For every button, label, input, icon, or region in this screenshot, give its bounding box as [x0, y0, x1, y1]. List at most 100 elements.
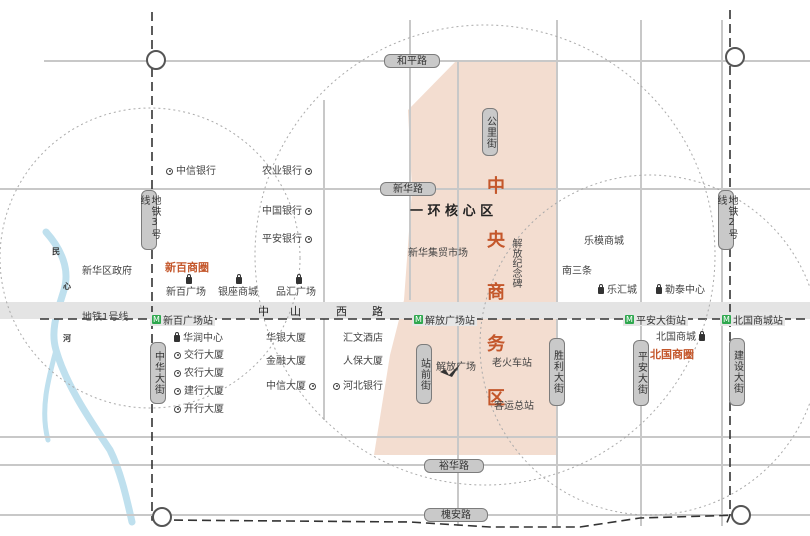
- poi-label: 建行大厦: [184, 386, 224, 397]
- poi-lemo: 乐模商城: [584, 236, 624, 247]
- station-label: 新百广场站: [163, 315, 213, 327]
- cbd-char: 务: [487, 334, 505, 355]
- zone-xinbai: 新百商圈: [165, 261, 209, 274]
- cbd-char: 区: [487, 388, 505, 409]
- bank-icon: [333, 382, 340, 390]
- poi-shop: 品汇广场: [276, 287, 316, 298]
- bank-icon: [305, 235, 312, 243]
- shopping-bag-icon: [296, 274, 302, 284]
- poi-label: 农业银行: [262, 166, 302, 177]
- zone-beiguo: 北国商圈: [650, 348, 694, 361]
- metro3-label: 地铁3号线: [138, 190, 160, 250]
- metro1-label: 地铁1号线: [82, 312, 129, 323]
- station-jiefang: M 解放广场站: [412, 312, 477, 327]
- river-char: 民: [52, 247, 60, 256]
- poi-bank: 农业银行: [262, 166, 312, 178]
- poi-label: 交行大厦: [184, 350, 224, 361]
- metro-icon: M: [152, 314, 161, 324]
- poi-jiefang-square: 解放广场: [436, 362, 476, 373]
- bank-icon: [305, 167, 312, 175]
- road-jianshe: 建设大街: [729, 338, 745, 406]
- poi-old-station: 老火车站: [492, 358, 532, 369]
- road-shengli: 胜利大街: [549, 338, 565, 406]
- station-xinbai: M 新百广场站: [150, 312, 215, 327]
- shopping-bag-icon: [236, 274, 242, 284]
- poi-label: 农行大厦: [184, 368, 224, 379]
- road-pingan: 平安大街: [633, 340, 649, 406]
- range-circles: [0, 24, 810, 516]
- metro-bottom-line: [159, 514, 741, 528]
- jiefang-monument-icon: [440, 363, 461, 377]
- station-label: 北国商城站: [733, 315, 783, 327]
- core-area-title: 一 环 核 心 区: [410, 204, 494, 219]
- poi-bank: 交行大厦: [174, 350, 224, 362]
- poi-building: 人保大厦: [343, 356, 383, 367]
- station-pingan: M 平安大街站: [623, 312, 688, 327]
- bank-icon: [174, 369, 181, 377]
- bank-icon: [174, 351, 181, 359]
- road-yuhua: 裕华路: [424, 459, 484, 473]
- road-zhonghua: 中华大街: [150, 342, 166, 404]
- poi-label: 北国商城: [656, 332, 696, 343]
- poi-bank: 农行大厦: [174, 368, 224, 380]
- metro3-line: [151, 12, 160, 521]
- interchange-rings: [146, 47, 751, 527]
- shopping-bag-icon: [598, 283, 604, 294]
- poi-bank: 开行大厦: [174, 404, 224, 416]
- shopping-bag-icon: [699, 330, 705, 341]
- road-heping: 和平路: [384, 54, 440, 68]
- poi-bank: 中信银行: [166, 166, 216, 178]
- cbd-char: 央: [487, 230, 505, 251]
- bank-icon: [309, 382, 316, 390]
- poi-beiguo-mall: 北国商城: [656, 330, 705, 344]
- river: [42, 228, 136, 526]
- poi-bank: 平安银行: [262, 234, 312, 246]
- poi-government: 新华区政府: [82, 266, 132, 277]
- cbd-char: 中: [487, 176, 505, 197]
- station-beiguo: M 北国商城站: [720, 312, 785, 327]
- poi-letai: 勒泰中心: [656, 283, 705, 297]
- poi-building: 华银大厦: [266, 333, 306, 344]
- station-label: 解放广场站: [425, 315, 475, 327]
- poi-label: 中信大厦: [266, 381, 306, 392]
- poi-nansan: 南三条: [562, 266, 592, 277]
- zhongshan-char: 西: [336, 305, 347, 318]
- river-char: 河: [63, 334, 71, 343]
- poi-bank: 中信大厦: [266, 381, 316, 393]
- poi-label: 勒泰中心: [665, 285, 705, 296]
- zhongshan-char: 山: [290, 305, 301, 318]
- poi-market: 新华集贸市场: [408, 248, 468, 259]
- zhongshan-char: 中: [258, 305, 269, 318]
- river-branch: [42, 347, 59, 443]
- poi-lehui: 乐汇城: [598, 283, 637, 297]
- shopping-bag-icon: [186, 274, 192, 284]
- shopping-bag-icon: [656, 283, 662, 294]
- metro-icon: M: [625, 314, 634, 324]
- poi-label: 平安银行: [262, 234, 302, 245]
- poi-label: 河北银行: [343, 381, 383, 392]
- poi-label: 中信银行: [176, 166, 216, 177]
- poi-shop: 银座商城: [218, 287, 258, 298]
- metro-icon: M: [722, 314, 731, 324]
- poi-label: 中国银行: [262, 206, 302, 217]
- poi-shop: 新百广场: [166, 287, 206, 298]
- poi-label: 华润中心: [183, 333, 223, 344]
- poi-label: 开行大厦: [184, 404, 224, 415]
- cbd-char: 商: [487, 282, 505, 303]
- poi-bank: 河北银行: [333, 381, 383, 393]
- bank-icon: [166, 167, 173, 175]
- metro2-line: [725, 10, 731, 526]
- poi-building: 汇文酒店: [343, 333, 383, 344]
- poi-bus-station: 客运总站: [494, 401, 534, 412]
- poi-monument: 解放纪念碑: [510, 238, 521, 288]
- bank-icon: [174, 405, 181, 413]
- shopping-bag-icon: [174, 331, 180, 342]
- poi-bank: 中国银行: [262, 206, 312, 218]
- zhongshan-char: 路: [372, 305, 383, 318]
- river-char: 心: [63, 282, 71, 291]
- poi-huarun: 华润中心: [174, 331, 223, 345]
- bank-icon: [174, 387, 181, 395]
- metro-icon: M: [414, 314, 423, 324]
- road-huaian: 槐安路: [424, 508, 488, 522]
